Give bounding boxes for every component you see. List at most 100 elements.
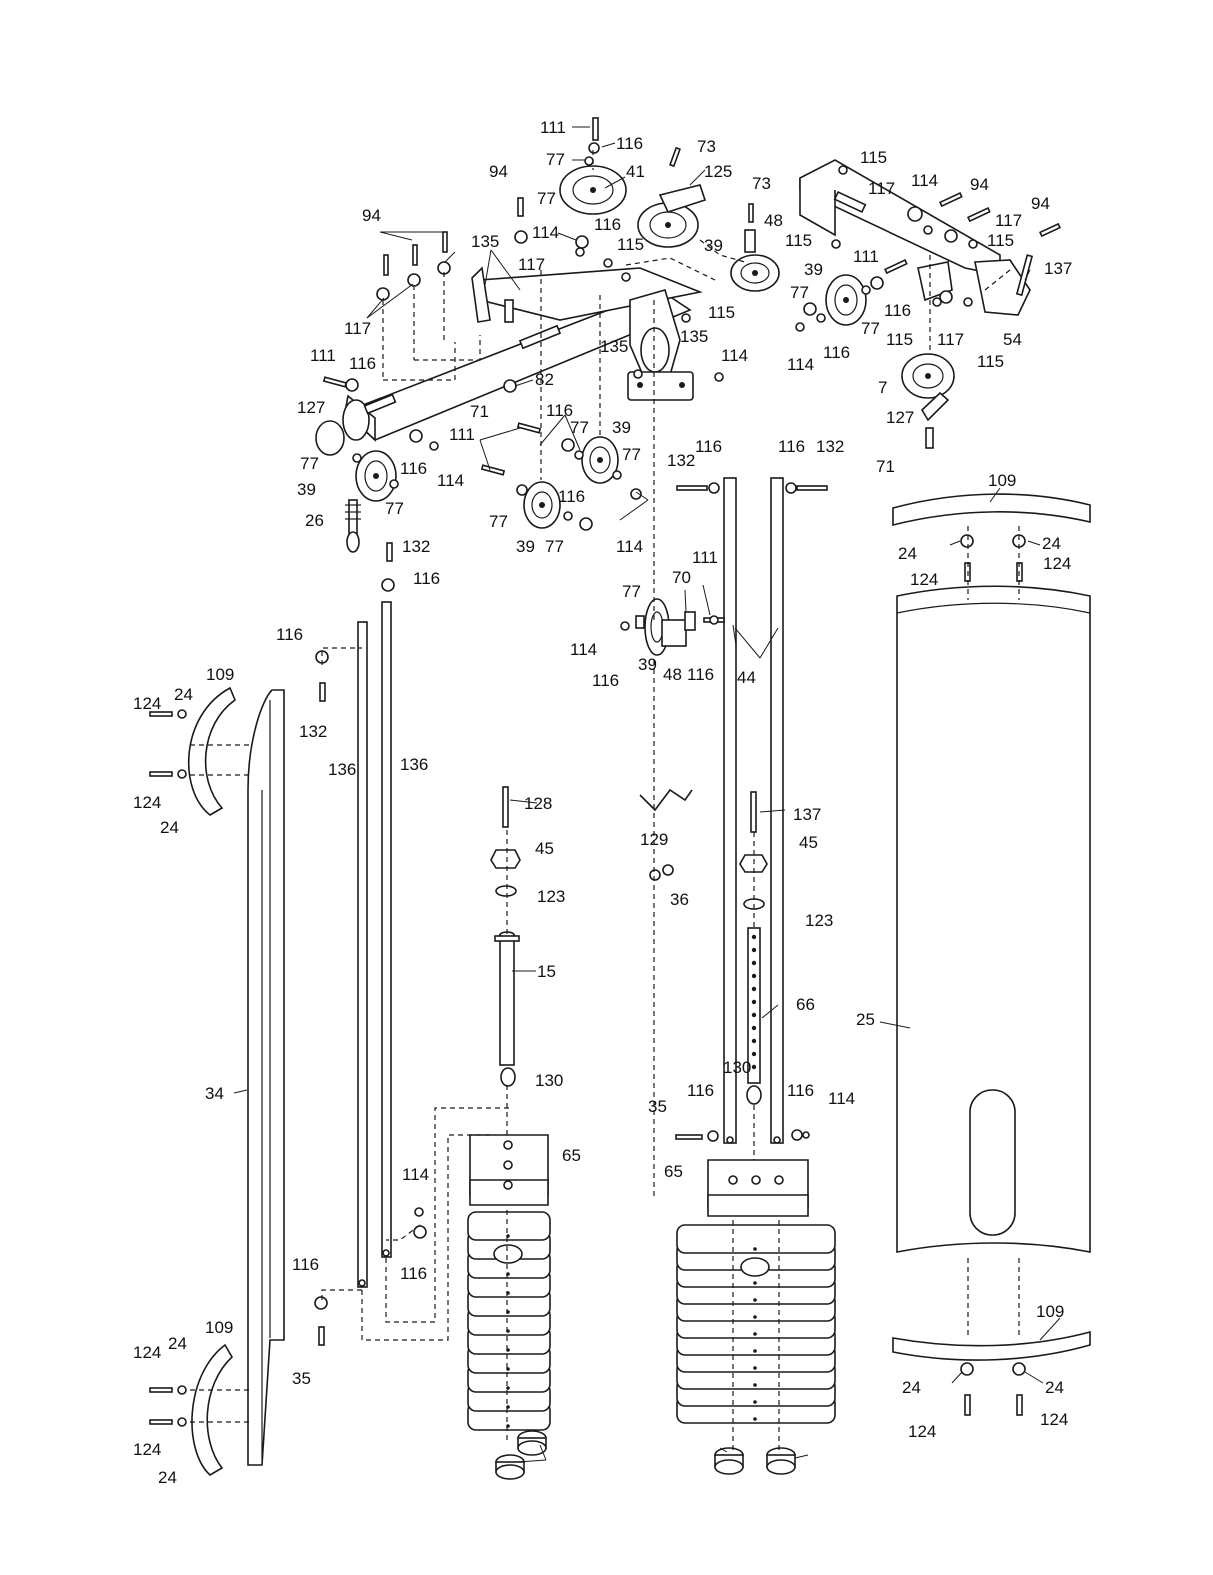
label-114: 114	[787, 355, 814, 374]
label-116: 116	[592, 671, 619, 690]
label-129: 123	[805, 911, 833, 930]
label-114: 114	[532, 223, 559, 242]
label-115: 115	[977, 352, 1004, 371]
label-48: 48	[764, 211, 783, 230]
pulley-48-39-center	[620, 598, 725, 656]
assembly-lines	[190, 150, 1020, 1450]
label-116: 116	[884, 301, 911, 320]
label-116: 116	[616, 134, 643, 153]
label-24: 136	[328, 760, 356, 779]
label-77: 77	[537, 189, 556, 208]
label-127: 82	[535, 370, 554, 389]
label-132: 24	[1042, 534, 1061, 553]
label-77: 77	[622, 445, 641, 464]
label-114: 114	[721, 346, 748, 365]
label-77: 77	[622, 582, 641, 601]
label-116: 116	[787, 1081, 814, 1100]
label-132: 24	[160, 818, 179, 837]
center-left-selector	[490, 786, 521, 1087]
label-124: 70	[672, 568, 691, 587]
label-82: 132	[299, 722, 327, 741]
label-129: 123	[537, 887, 565, 906]
label-114: 114	[570, 640, 597, 659]
label-34: 65	[562, 1146, 581, 1165]
left-small-hardware	[149, 542, 427, 1427]
label-132: 24	[158, 1468, 177, 1487]
label-71: 26	[305, 511, 324, 530]
label-82: 132	[667, 451, 695, 470]
pulleys-top-center	[559, 165, 780, 292]
label-39: 39	[704, 236, 723, 255]
label-123: 15	[537, 962, 556, 981]
label-114: 114	[911, 171, 938, 190]
left-upright-25	[247, 689, 285, 1466]
label-39: 39	[638, 655, 657, 674]
label-109: 124	[910, 570, 938, 589]
label-116: 116	[413, 569, 440, 588]
feet-65-right	[714, 1447, 796, 1475]
label-111: 111	[449, 425, 475, 444]
label-44: 129	[640, 830, 668, 849]
shroud-15	[896, 585, 1091, 1253]
label-111: 111	[540, 118, 566, 137]
label-109: 124	[908, 1422, 936, 1441]
label-116: 116	[823, 343, 850, 362]
label-77: 77	[545, 537, 564, 556]
label-73: 73	[697, 137, 716, 156]
label-128: 45	[535, 839, 554, 858]
label-111: 111	[310, 346, 336, 365]
selector-holes	[751, 934, 757, 1070]
label-111: 111	[692, 548, 718, 567]
label-82: 132	[816, 437, 844, 456]
label-25: 34	[205, 1084, 224, 1103]
label-77: 77	[489, 512, 508, 531]
label-34: 65	[664, 1162, 683, 1181]
label-132: 24	[174, 685, 193, 704]
pulleys-left-cluster	[345, 436, 619, 553]
label-116: 116	[349, 354, 376, 373]
hardware-center-right	[639, 482, 828, 1142]
label-115: 115	[860, 148, 887, 167]
label-136: 44	[737, 668, 756, 687]
left-covers-26	[187, 686, 236, 1476]
weight-stack-35-left	[467, 1211, 551, 1431]
top-plate-34-left	[469, 1134, 549, 1206]
label-109: 124	[1043, 554, 1071, 573]
label-125: 125	[704, 162, 732, 181]
label-135: 135	[680, 327, 708, 346]
label-132: 24	[902, 1378, 921, 1397]
feet-65-left	[495, 1430, 547, 1480]
label-94: 94	[362, 206, 381, 225]
label-15: 25	[856, 1010, 875, 1029]
label-39: 39	[612, 418, 631, 437]
label-116: 116	[778, 437, 805, 456]
label-24: 136	[400, 755, 428, 774]
label-130: 35	[648, 1097, 667, 1116]
callout-labels: 111 116 77 41 73 125 94 77 73 48 116 94 …	[133, 118, 1072, 1487]
label-77: 77	[790, 283, 809, 302]
label-48: 48	[663, 665, 682, 684]
top-plate-34-right	[707, 1159, 809, 1217]
label-109: 124	[133, 1343, 161, 1362]
label-66: 130	[535, 1071, 563, 1090]
label-117: 117	[995, 211, 1022, 230]
label-49: 127	[886, 408, 914, 427]
label-73: 73	[752, 174, 771, 193]
label-116: 116	[546, 401, 573, 420]
label-114: 114	[437, 471, 464, 490]
label-132: 24	[1045, 1378, 1064, 1397]
label-115: 115	[987, 231, 1014, 250]
leader-lines	[233, 126, 1061, 1463]
label-116: 116	[594, 215, 621, 234]
label-116: 116	[687, 665, 714, 684]
label-39: 39	[516, 537, 535, 556]
label-114: 114	[402, 1165, 429, 1184]
label-45: 36	[670, 890, 689, 909]
label-117: 117	[868, 179, 895, 198]
label-77: 77	[300, 454, 319, 473]
label-68: 137	[1044, 259, 1072, 278]
label-115: 115	[708, 303, 735, 322]
label-115: 115	[785, 231, 812, 250]
upper-frame-8	[799, 159, 1031, 449]
